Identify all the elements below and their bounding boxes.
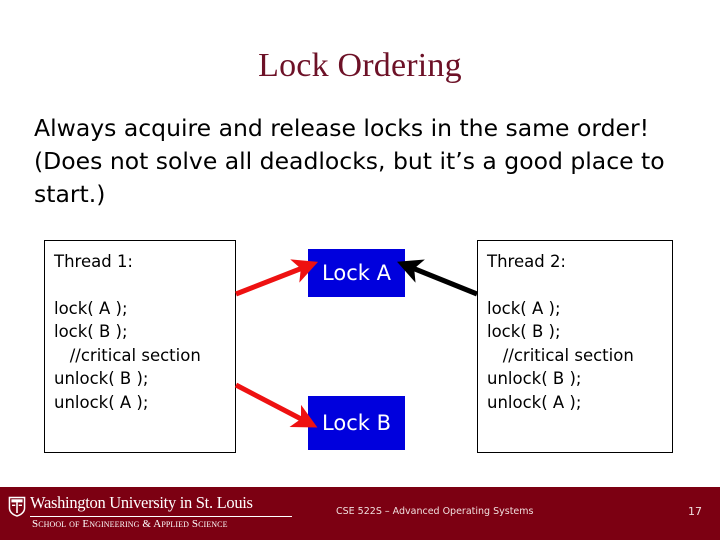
thread2-code-line-4: unlock( B );: [487, 369, 582, 388]
thread1-code-line-4: unlock( B );: [54, 369, 149, 388]
thread2-code-line-1: lock( A );: [487, 298, 561, 318]
thread2-spacer: [487, 274, 672, 297]
lock-ordering-diagram: Thread 1: lock( A ); lock( B ); //critic…: [44, 240, 673, 453]
thread1-code-line-3: //critical section: [54, 345, 201, 365]
shield-crest-icon: [8, 496, 26, 517]
thread1-box: Thread 1: lock( A ); lock( B ); //critic…: [44, 240, 236, 453]
thread2-box: Thread 2: lock( A ); lock( B ); //critic…: [477, 240, 673, 453]
lock-a-label: Lock A: [322, 261, 391, 285]
thread2-heading: Thread 2:: [487, 252, 566, 271]
thread1-code-line-5: unlock( A );: [54, 392, 149, 412]
slide-footer: Washington University in St. Louis Schoo…: [0, 487, 720, 540]
wustl-logo: Washington University in St. Louis Schoo…: [8, 491, 298, 537]
thread1-code-line-2: lock( B );: [54, 322, 128, 341]
thread2-code-line-2: lock( B );: [487, 322, 561, 341]
page-title: Lock Ordering: [258, 47, 462, 84]
lock-b-box: Lock B: [308, 396, 405, 450]
thread1-heading: Thread 1:: [54, 252, 133, 271]
arrow-thread1-to-lock-a: [235, 259, 319, 297]
thread1-spacer: [54, 274, 235, 297]
school-name: School of Engineering & Applied Science: [32, 518, 228, 530]
slide-number: 17: [688, 505, 702, 518]
logo-divider: [30, 516, 292, 517]
lock-b-label: Lock B: [322, 411, 391, 435]
slide-body-text: Always acquire and release locks in the …: [34, 114, 665, 208]
thread2-code-line-5: unlock( A );: [487, 392, 582, 412]
arrow-thread2-to-lock-a: [397, 259, 478, 297]
footer-course-label: CSE 522S – Advanced Operating Systems: [336, 506, 534, 517]
thread2-code-line-3: //critical section: [487, 345, 634, 365]
arrow-thread1-to-lock-b: [234, 382, 318, 428]
thread1-code-line-1: lock( A );: [54, 298, 128, 318]
university-name: Washington University in St. Louis: [30, 493, 253, 512]
lock-a-box: Lock A: [308, 249, 405, 297]
